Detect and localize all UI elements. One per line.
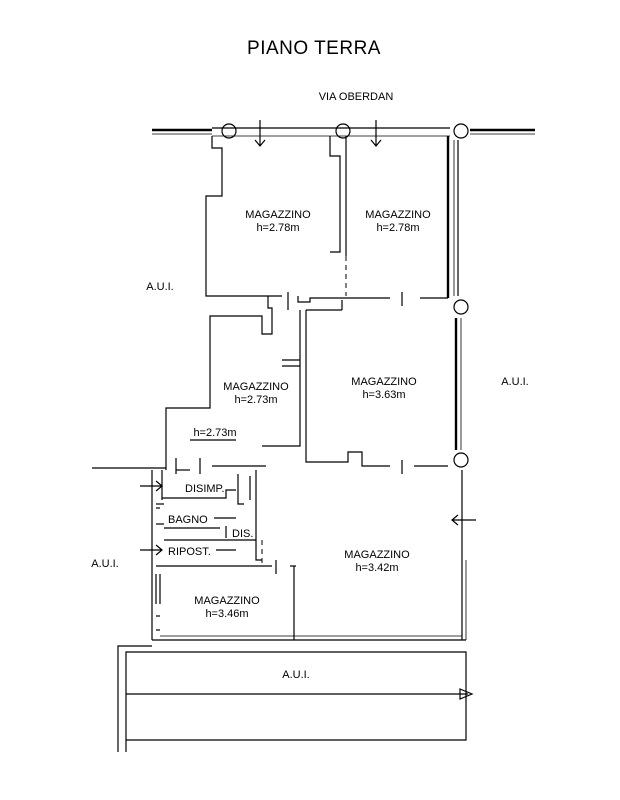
disimpegno-label: DISIMP.	[185, 483, 225, 495]
room-6-height: h=3.46m	[205, 608, 248, 620]
room-5-height: h=3.42m	[355, 562, 398, 574]
arrow-right-icon	[155, 480, 163, 492]
street-name: VIA OBERDAN	[319, 91, 394, 103]
column-icon	[335, 123, 351, 139]
entrance-arrow-icon	[370, 139, 382, 147]
room-4-height: h=3.63m	[362, 389, 405, 401]
column-icon	[453, 123, 469, 139]
aui-label-left: A.U.I.	[146, 281, 174, 293]
entrance-arrow-icon	[254, 139, 266, 147]
arrow-icon	[459, 688, 474, 700]
plan-title: PIANO TERRA	[247, 38, 381, 59]
arrow-left-icon	[451, 514, 459, 526]
column-icon	[453, 452, 469, 468]
room-2-height: h=2.78m	[376, 222, 419, 234]
column-icon	[453, 299, 469, 315]
room-4-name: MAGAZZINO	[351, 376, 417, 388]
ripostiglio-label: RIPOST.	[168, 546, 211, 558]
disimpegno-small-label: DIS.	[232, 528, 253, 540]
room-5-name: MAGAZZINO	[344, 549, 410, 561]
room-1-name: MAGAZZINO	[245, 209, 311, 221]
aui-label-right: A.U.I.	[501, 376, 529, 388]
room-3-name: MAGAZZINO	[223, 381, 289, 393]
room-walls	[92, 136, 466, 641]
corridor-height: h=2.73m	[193, 427, 236, 439]
room-1-height: h=2.78m	[256, 222, 299, 234]
rear-courtyard	[117, 645, 474, 752]
right-exterior-wall	[446, 136, 467, 640]
bagno-label: BAGNO	[168, 514, 208, 526]
column-icon	[221, 123, 237, 139]
room-6-name: MAGAZZINO	[194, 595, 260, 607]
aui-label-bottom: A.U.I.	[282, 669, 310, 681]
arrow-right-icon	[155, 544, 163, 556]
room-3-height: h=2.73m	[234, 394, 277, 406]
room-2-name: MAGAZZINO	[365, 209, 431, 221]
aui-label-lower-left: A.U.I.	[91, 558, 119, 570]
street-facade	[152, 120, 535, 468]
